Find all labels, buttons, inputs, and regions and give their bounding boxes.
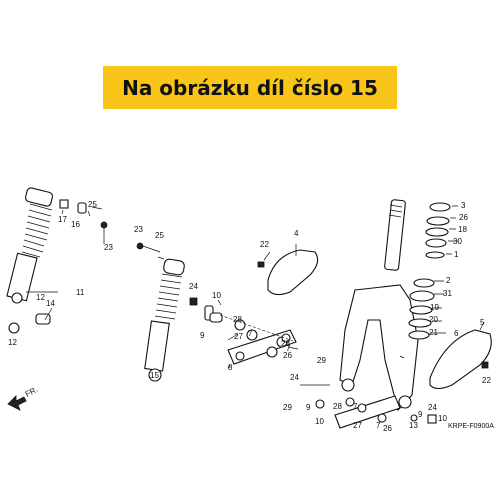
callout-1: 1: [454, 250, 459, 259]
callout-28-a: 28: [233, 315, 242, 324]
washer-part-25: [91, 206, 103, 210]
callout-6: 6: [454, 329, 459, 338]
callout-4: 4: [294, 229, 299, 238]
callout-10-b: 10: [315, 417, 324, 426]
callout-12-upper: 12: [36, 293, 45, 302]
callout-5: 5: [480, 318, 485, 327]
callout-31: 31: [443, 289, 452, 298]
callout-22-lower: 22: [482, 376, 491, 385]
cover-part-5: [429, 329, 492, 390]
callout-8: 8: [228, 363, 233, 372]
callout-10-center: 10: [212, 291, 221, 300]
callout-3: 3: [461, 201, 466, 210]
callout-23-center: 23: [134, 225, 143, 234]
rear-shock-center: [144, 258, 185, 382]
callout-9-b: 9: [306, 403, 311, 412]
cover-part-4: [267, 249, 319, 296]
nut-part-24: [189, 297, 198, 306]
front-direction-arrow: [7, 395, 27, 411]
callout-10-c: 10: [438, 414, 447, 423]
callout-11: 11: [76, 288, 85, 297]
collar-part-9-right: [410, 414, 418, 422]
callout-7-b: 7: [286, 344, 291, 353]
callout-16: 16: [71, 220, 80, 229]
bush-part-16: [77, 202, 87, 214]
callout-28-c: 28: [333, 402, 342, 411]
callout-29-b: 29: [283, 403, 292, 412]
callout-23-left: 23: [104, 243, 113, 252]
bush-part-12: [8, 322, 20, 334]
bolt-part-23-center: [136, 242, 161, 253]
callout-20: 20: [429, 315, 438, 324]
callout-13: 13: [409, 421, 418, 430]
bush-part-14: [35, 313, 51, 325]
callout-15: 15: [150, 371, 159, 380]
callout-7-d: 7: [376, 421, 381, 430]
screw-part-22-upper: [257, 261, 265, 268]
bush-part-10: [209, 312, 223, 323]
callout-21: 21: [429, 328, 438, 337]
callout-29-a: 29: [317, 356, 326, 365]
callout-24-c: 24: [428, 403, 437, 412]
collar-part-9-lower: [315, 399, 325, 409]
callout-18: 18: [458, 225, 467, 234]
steering-stem-fork-13: [339, 199, 419, 412]
drawing-code: KRPE-F0900A: [448, 423, 494, 430]
direction-label: FR.: [24, 385, 40, 399]
callout-2: 2: [446, 276, 451, 285]
bolt-part-23-left: [100, 221, 108, 238]
callout-9-center: 9: [200, 331, 205, 340]
callout-26: 26: [459, 213, 468, 222]
callout-19: 19: [430, 303, 439, 312]
callout-24-center: 24: [189, 282, 198, 291]
callout-27-a: 27: [234, 332, 243, 341]
link-plate-lower: [334, 395, 401, 429]
callout-30: 30: [453, 237, 462, 246]
callout-12-lower: 12: [8, 338, 17, 347]
rear-shock-left: [6, 187, 54, 304]
head-bearing-stack: [408, 202, 451, 340]
callout-27-b: 27: [353, 421, 362, 430]
callout-24-b: 24: [290, 373, 299, 382]
callout-14: 14: [46, 299, 55, 308]
leader-lines: [26, 205, 485, 369]
callout-17: 17: [58, 215, 67, 224]
washer-part-25-center: [157, 256, 165, 260]
callout-9-c: 9: [418, 410, 423, 419]
callout-7-c: 7: [353, 402, 358, 411]
callout-25-center: 25: [155, 231, 164, 240]
callout-25-left: 25: [88, 200, 97, 209]
callout-22-upper: 22: [260, 240, 269, 249]
callout-26-b: 26: [383, 424, 392, 433]
screw-part-22-lower: [481, 361, 489, 369]
cap-part-17: [59, 199, 69, 209]
banner-text: Na obrázku díl číslo 15: [122, 75, 378, 100]
callout-7-a: 7: [248, 329, 253, 338]
bush-part-10-right: [427, 414, 437, 424]
callout-28-b: 28: [281, 339, 290, 348]
title-banner: Na obrázku díl číslo 15: [103, 66, 397, 109]
callout-26-a: 26: [283, 351, 292, 360]
